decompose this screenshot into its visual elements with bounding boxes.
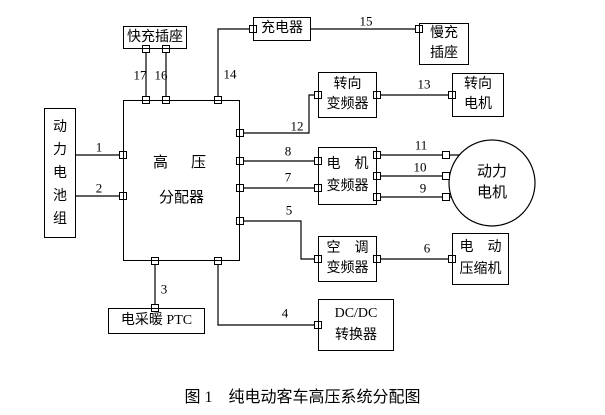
motor-inverter-label-line1: 电 机 <box>326 157 369 172</box>
connection-number-17: 17 <box>133 67 147 83</box>
steering-motor-label-line2: 电机 <box>464 97 492 112</box>
terminal-square <box>236 157 244 165</box>
connection-number-5: 5 <box>285 202 293 218</box>
connection-number-13: 13 <box>417 76 431 92</box>
connection-number-6: 6 <box>423 240 431 256</box>
wire-5 <box>240 220 318 260</box>
steering-motor-label-line1: 转向 <box>464 77 492 92</box>
steering-inverter-label-line2: 变频器 <box>326 97 369 112</box>
compressor-label-line1: 电 动 <box>459 240 502 255</box>
wire-4 <box>217 261 318 326</box>
motor-inverter-label-line2: 变频器 <box>326 179 369 194</box>
connection-number-12: 12 <box>290 118 304 134</box>
ptc-heater-label: 电采暖 PTC <box>120 313 193 328</box>
dcdc-converter-label-line2: 转换器 <box>335 328 377 343</box>
steering-inverter-label-line1: 转向 <box>333 77 362 92</box>
connection-number-3: 3 <box>160 281 168 297</box>
hv-distributor-label-line1: 高 压 <box>152 154 210 171</box>
charger-label: 充电器 <box>261 21 303 36</box>
connection-number-10: 10 <box>413 159 427 175</box>
battery-pack-label: 动力电池组 <box>53 119 67 227</box>
drive-motor-label: 动力 电机 <box>477 162 507 204</box>
block-ptc-heater: 电采暖 PTC <box>108 308 205 334</box>
block-motor-inverter: 电 机 变频器 <box>318 147 377 205</box>
terminal-square <box>236 184 244 192</box>
block-fast-charge-socket: 快充插座 <box>123 26 187 49</box>
connection-number-8: 8 <box>284 143 292 159</box>
slow-charge-socket-label-line2: 插座 <box>430 46 458 61</box>
block-compressor: 电 动 压缩机 <box>452 233 509 285</box>
connection-number-14: 14 <box>223 66 237 82</box>
block-steering-motor: 转向 电机 <box>452 73 504 117</box>
connection-number-11: 11 <box>414 137 428 153</box>
wire-12 <box>240 94 318 134</box>
connection-number-15: 15 <box>359 13 373 29</box>
block-slow-charge-socket: 慢充 插座 <box>419 23 469 65</box>
terminal-square <box>214 257 222 265</box>
drive-motor-label-line2: 电机 <box>476 185 508 201</box>
dcdc-converter-label-line1: DC/DC <box>334 306 378 321</box>
terminal-square <box>442 193 450 201</box>
wire-14 <box>217 28 253 100</box>
block-battery-pack: 动力电池组 <box>44 108 76 238</box>
block-charger: 充电器 <box>253 17 311 41</box>
terminal-square <box>162 45 170 53</box>
terminal-square <box>373 255 381 263</box>
fast-charge-socket-label: 快充插座 <box>127 29 183 45</box>
connection-number-4: 4 <box>281 305 289 321</box>
block-ac-inverter: 空 调 变频器 <box>318 236 377 282</box>
terminal-square <box>142 45 150 53</box>
terminal-square <box>236 217 244 225</box>
block-hv-distributor: 高 压 分配器 <box>123 100 240 261</box>
terminal-square <box>151 257 159 265</box>
terminal-square <box>373 193 381 201</box>
connection-number-1: 1 <box>95 139 103 155</box>
slow-charge-socket-label-line1: 慢充 <box>430 26 458 41</box>
terminal-square <box>442 151 450 159</box>
drive-motor-circle <box>448 139 536 227</box>
terminal-square <box>236 129 244 137</box>
connection-number-7: 7 <box>284 169 292 185</box>
block-dcdc-converter: DC/DC 转换器 <box>318 299 394 351</box>
figure-caption: 图 1 纯电动客车高压系统分配图 <box>184 389 421 406</box>
block-steering-inverter: 转向 变频器 <box>318 72 377 118</box>
hv-distributor-label-line2: 分配器 <box>158 189 204 206</box>
connection-number-16: 16 <box>154 67 168 83</box>
compressor-label-line2: 压缩机 <box>459 262 502 277</box>
connection-number-9: 9 <box>419 180 427 196</box>
terminal-square <box>373 172 381 180</box>
ac-inverter-label-line2: 变频器 <box>326 261 369 276</box>
connection-number-2: 2 <box>95 180 103 196</box>
terminal-square <box>373 151 381 159</box>
terminal-square <box>442 172 450 180</box>
drive-motor-label-line1: 动力 <box>476 164 508 180</box>
ac-inverter-label-line1: 空 调 <box>326 241 369 256</box>
terminal-square <box>373 91 381 99</box>
